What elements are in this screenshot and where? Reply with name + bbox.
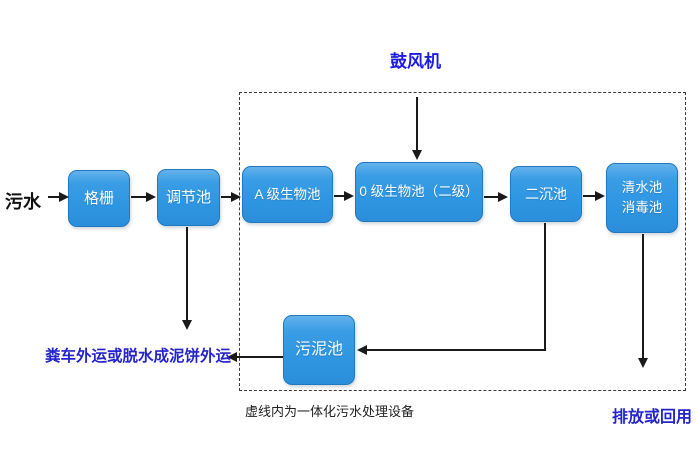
arrowhead-left-icon bbox=[227, 352, 237, 362]
integrated-equipment-dashed-boundary bbox=[239, 92, 686, 391]
node-o-bio-tank: 0 级生物池（二级） bbox=[355, 162, 483, 222]
node-grid: 格栅 bbox=[68, 170, 130, 227]
arrowhead-right-icon bbox=[595, 191, 605, 201]
arrowhead-right-icon bbox=[498, 192, 508, 202]
sludge-out-label: 粪车外运或脱水成泥饼外运 bbox=[45, 348, 232, 365]
node-o-bio-tank-label: 0 级生物池（二级） bbox=[359, 184, 479, 200]
arrowhead-down-icon bbox=[638, 358, 648, 368]
arrowhead-right-icon bbox=[231, 192, 241, 202]
node-regulating-tank-label: 调节池 bbox=[165, 188, 211, 206]
node-clean-water-disinfection-tank: 清水池 消毒池 bbox=[606, 163, 678, 233]
node-sludge-tank: 污泥池 bbox=[283, 315, 355, 385]
arrowhead-right-icon bbox=[146, 192, 156, 202]
discharge-label: 排放或回用 bbox=[612, 409, 693, 426]
node-regulating-tank: 调节池 bbox=[157, 169, 220, 226]
node-a-bio-tank: A 级生物池 bbox=[242, 166, 333, 223]
arrowhead-down-icon bbox=[412, 150, 422, 160]
node-a-bio-tank-label: A 级生物池 bbox=[254, 186, 321, 202]
node-clean-water-label: 清水池 bbox=[621, 180, 663, 196]
node-grid-label: 格栅 bbox=[83, 189, 114, 207]
dashed-box-caption: 虚线内为一体化污水处理设备 bbox=[245, 404, 415, 419]
source-label: 污水 bbox=[5, 192, 41, 212]
arrowhead-left-icon bbox=[357, 345, 367, 355]
arrowhead-right-icon bbox=[59, 192, 69, 202]
node-sludge-tank-label: 污泥池 bbox=[294, 341, 343, 359]
blower-label: 鼓风机 bbox=[390, 52, 441, 71]
node-secondary-sedimentation-tank: 二沉池 bbox=[510, 166, 582, 222]
arrowhead-down-icon bbox=[182, 320, 192, 330]
arrowhead-right-icon bbox=[344, 191, 354, 201]
node-secondary-sedimentation-label: 二沉池 bbox=[525, 185, 567, 202]
node-disinfection-label: 消毒池 bbox=[621, 200, 663, 215]
